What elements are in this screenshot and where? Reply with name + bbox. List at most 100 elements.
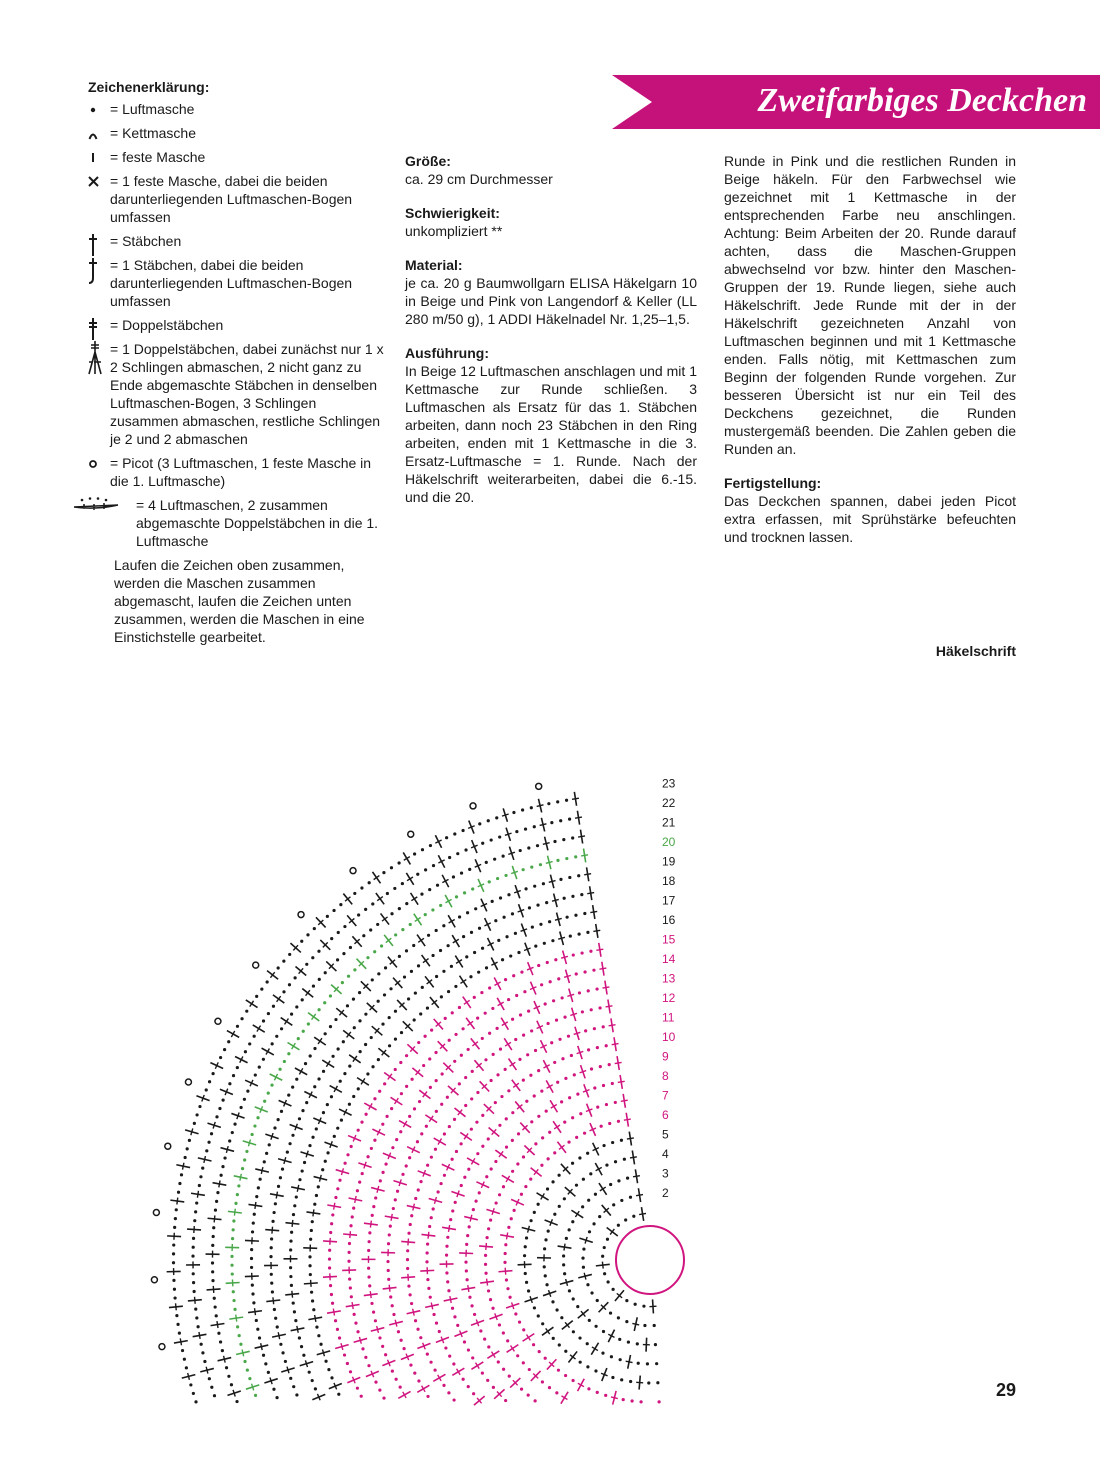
chain-dot (371, 902, 375, 906)
stitch-crossbar (470, 1157, 476, 1165)
chain-dot (574, 913, 578, 917)
chain-dot (249, 1265, 254, 1270)
chain-dot (228, 1082, 232, 1086)
instructions-column-1: Größe: ca. 29 cm Durchmesser Schwierigke… (405, 152, 697, 522)
round-number: 4 (662, 1147, 669, 1161)
chain-dot (180, 1348, 185, 1353)
chain-dot (557, 1343, 561, 1347)
section-groesse: Größe: ca. 29 cm Durchmesser (405, 152, 697, 188)
chain-dot (569, 1053, 573, 1058)
chain-dot (470, 1097, 474, 1101)
chain-dot (467, 1167, 471, 1171)
chain-dot (308, 1272, 312, 1277)
chain-dot (289, 1283, 294, 1288)
stitch-crossbar (318, 1174, 322, 1182)
chain-dot (584, 1029, 588, 1033)
chain-dot (477, 1191, 481, 1195)
chain-dot (472, 995, 476, 999)
section-text: In Beige 12 Luftmaschen anschlagen und m… (405, 363, 697, 505)
chain-dot (445, 1244, 449, 1248)
chain-dot (301, 1109, 305, 1113)
chain-dot (620, 1198, 624, 1203)
chain-dot (428, 1295, 432, 1299)
chain-dot (337, 1336, 342, 1340)
chain-dot (461, 1027, 465, 1031)
chain-dot (656, 1381, 660, 1385)
chain-dot (378, 1336, 382, 1340)
chain-dot (366, 1155, 370, 1159)
chain-dot (581, 1265, 586, 1269)
chain-dot (419, 1336, 423, 1340)
chain-dot (545, 901, 549, 905)
stitch-crossbar (325, 1060, 331, 1068)
section-heading: Ausführung: (405, 345, 489, 361)
chain-dot (533, 1048, 538, 1053)
legend-text: = Luftmasche (110, 101, 195, 117)
chain-dot (589, 1067, 594, 1071)
chain-dot (311, 956, 315, 960)
doppelstaebchen-symbol-icon (88, 316, 106, 340)
chain-dot (587, 1198, 591, 1202)
chain-dot (595, 987, 599, 991)
section-fertigstellung: Fertigstellung: Das Deckchen spannen, da… (724, 474, 1016, 546)
stitch-crossbar (270, 1132, 274, 1140)
picot-mark (164, 1142, 172, 1150)
stitch-crossbar (576, 1050, 584, 1055)
stitch-crossbar (485, 1278, 489, 1286)
chain-dot (510, 912, 515, 916)
stitch-crossbar (317, 1037, 323, 1045)
stitch-crossbar (516, 1104, 523, 1110)
stitch-crossbar (511, 870, 519, 875)
chain-dot (611, 1140, 615, 1145)
chain-dot (542, 1265, 546, 1269)
stitch-crossbar (259, 1105, 264, 1113)
chain-dot (527, 846, 531, 850)
chain-dot (457, 1082, 461, 1086)
chain-dot (196, 1325, 200, 1329)
chain-dot (265, 980, 269, 984)
stitch-crossbar (358, 1336, 363, 1344)
chain-dot (530, 925, 534, 929)
stitch-crossbar (526, 966, 534, 971)
chain-dot (329, 1292, 334, 1297)
instructions-column-2: Runde in Pink und die restlichen Runden … (724, 152, 1016, 562)
stitch-crossbar (431, 999, 438, 1006)
stitch-crossbar (545, 860, 553, 864)
chain-dot (557, 977, 561, 981)
chain-dot (339, 903, 343, 907)
chain-dot (554, 958, 558, 962)
chain-dot (448, 855, 452, 860)
chain-dot (356, 1128, 360, 1132)
chain-dot (279, 1027, 284, 1031)
chain-dot (476, 1016, 480, 1020)
chain-dot (364, 1355, 368, 1359)
chain-dot (227, 1040, 231, 1044)
chain-dot (609, 1355, 614, 1359)
staebchen-symbol-icon (88, 232, 106, 256)
stitch-crossbar (521, 1124, 529, 1131)
chain-dot (582, 1247, 586, 1251)
chain-dot (527, 906, 532, 910)
chain-dot (317, 949, 321, 953)
chain-dot (428, 843, 433, 848)
stitch-crossbar (407, 1273, 410, 1281)
chain-dot (310, 1378, 314, 1383)
stitch-crossbar (398, 1002, 405, 1008)
chain-dot (248, 1376, 252, 1381)
stitch-crossbar (515, 1198, 520, 1206)
chain-dot (338, 1178, 342, 1182)
chain-dot (564, 1076, 568, 1080)
chain-dot (489, 1218, 493, 1222)
chain-dot (601, 1254, 605, 1258)
stitch-crossbar (504, 1267, 507, 1275)
chain-dot (456, 1323, 460, 1327)
chain-dot (585, 1342, 589, 1346)
chain-dot (290, 1230, 294, 1234)
chain-dot (432, 1312, 436, 1317)
chain-dot (348, 1370, 353, 1374)
chain-dot (509, 954, 513, 958)
chain-dot (436, 1190, 440, 1194)
chain-dot (493, 1100, 497, 1105)
chain-dot (285, 1150, 289, 1154)
chain-dot (504, 1145, 509, 1149)
